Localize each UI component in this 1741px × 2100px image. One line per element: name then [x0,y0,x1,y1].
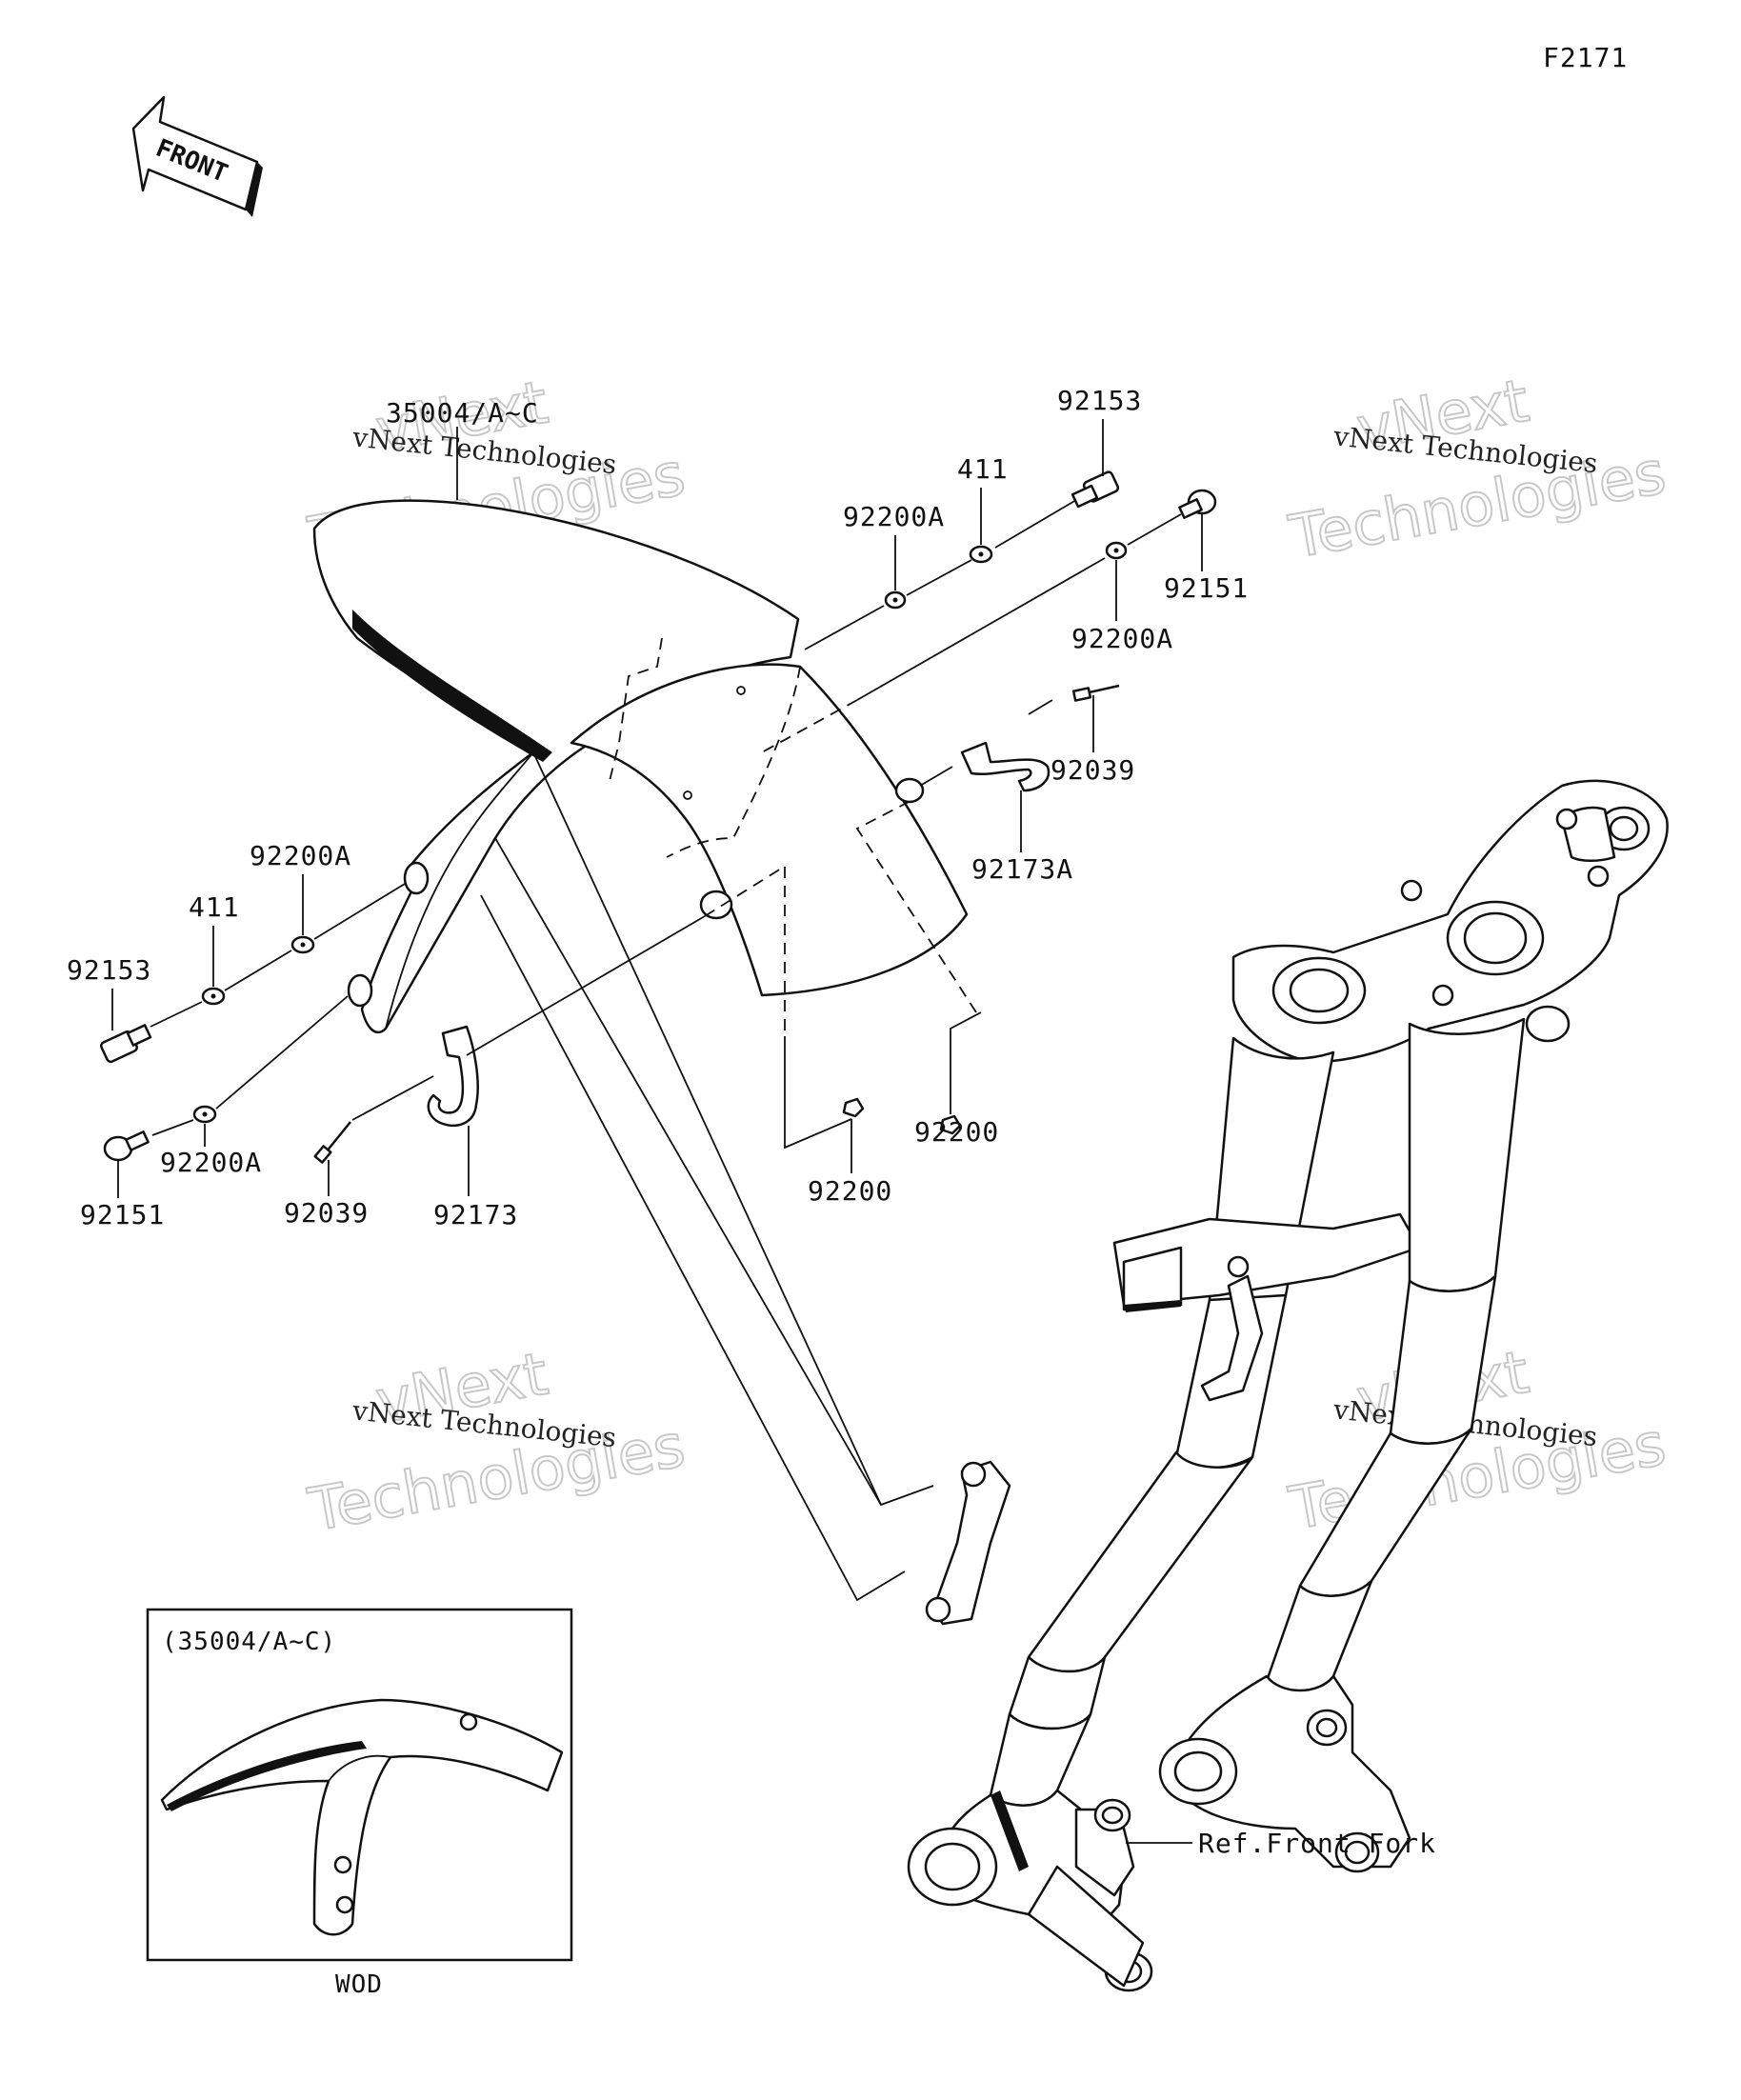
label-fender: 35004/A~C [386,397,539,429]
clamp-92173A [960,741,1051,792]
front-fork-assembly [907,779,1669,1992]
label-washer-92200A-top-left: 92200A [843,501,945,532]
watermark-bottom-left: vNext Technologies vNext Technologies [302,1337,690,1546]
label-washer-411-left: 411 [189,891,240,923]
label-bolt-92151-top: 92151 [1164,572,1249,604]
clip-92039-top [1071,684,1120,702]
clip-92039-left [313,1121,351,1164]
label-bolt-92153-left: 92153 [67,954,151,986]
inset-caption: WOD [335,1970,383,1999]
label-washer-411-top: 411 [957,453,1009,485]
inset-panel: (35004/A~C) [146,1608,573,1962]
nut-92200-right [939,1114,962,1135]
label-washer-92200A-left: 92200A [250,840,351,871]
figure-code: F2171 [1543,42,1628,73]
front-fender [312,499,969,1034]
label-nut-92200-right: 92200 [914,1116,999,1148]
label-clamp-92173A: 92173A [971,853,1073,885]
label-washer-92200A-top-right: 92200A [1071,623,1173,654]
bolt-92151-top [1178,489,1217,519]
bolt-92153-top [1071,470,1120,509]
label-washer-92200A-bottom-left: 92200A [160,1147,262,1178]
label-clip-92039-top: 92039 [1051,754,1135,786]
clamp-92173 [427,1025,479,1128]
label-clip-92039-left: 92039 [284,1197,369,1229]
reference-front-fork: Ref.Front Fork [1198,1828,1436,1859]
bolt-92153-left [100,1024,152,1064]
bolt-92151-left [103,1130,150,1162]
nut-92200-center [842,1097,865,1118]
label-clamp-92173: 92173 [433,1199,518,1230]
watermark-top-right: vNext Technologies vNext Technologies [1283,365,1671,573]
label-bolt-92153-top: 92153 [1057,385,1142,416]
label-nut-92200-center: 92200 [808,1175,892,1207]
inset-title: (35004/A~C) [162,1628,336,1656]
front-direction-arrow-icon: FRONT [131,95,263,217]
label-bolt-92151-left: 92151 [80,1199,165,1230]
